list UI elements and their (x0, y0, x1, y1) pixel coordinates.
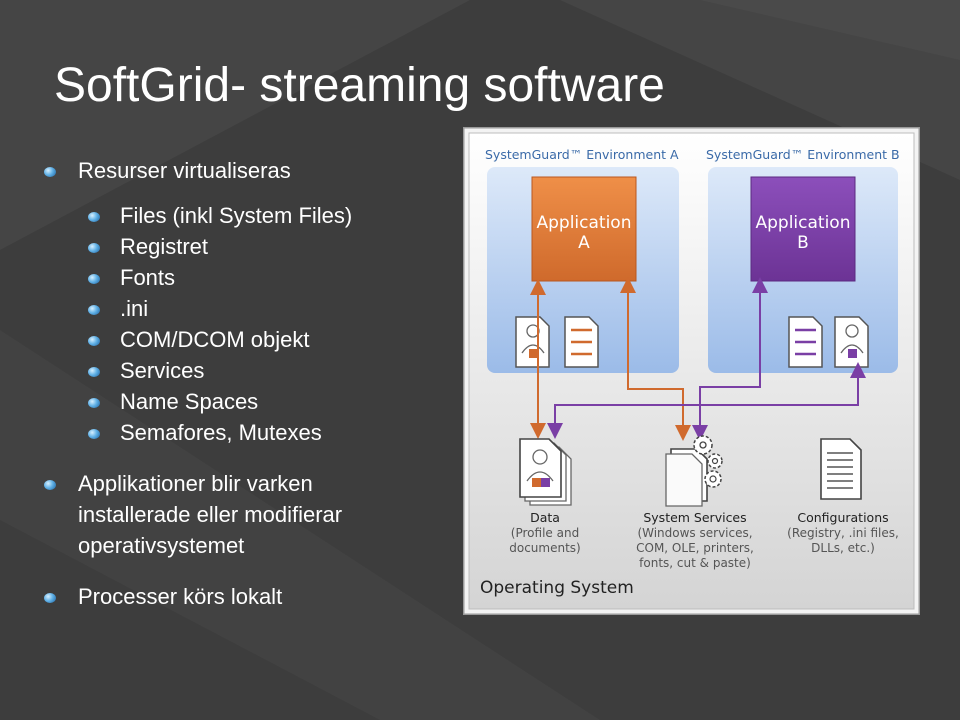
application-b-label: Application (756, 213, 851, 233)
system-services-description: (Windows services, (637, 526, 752, 540)
softgrid-diagram: SystemGuard™ Environment A Application A… (463, 127, 920, 615)
configurations-title: Configurations (797, 510, 888, 525)
sub-bullet-text: Registret (120, 234, 209, 259)
application-a-letter: A (578, 233, 590, 253)
profile-document-icon (515, 316, 550, 368)
configurations-document-icon (820, 438, 862, 500)
sub-bullet-text: Name Spaces (120, 389, 259, 414)
sub-bullet-item: .ini (40, 293, 420, 324)
bullet-text: installerade eller modifierar (78, 502, 343, 527)
data-description: (Profile and (511, 526, 579, 540)
bullet-text: Processer körs lokalt (78, 584, 283, 609)
bullet-icon (88, 305, 100, 315)
text-document-icon (564, 316, 599, 368)
data-document-stack-icon (519, 438, 572, 506)
bullet-icon (88, 336, 100, 346)
bullet-list: Resurser virtualiseras Files (inkl Syste… (40, 155, 420, 612)
application-a-label: Application (537, 213, 632, 233)
sub-bullet-text: Files (inkl System Files) (120, 203, 353, 228)
bullet-item: Resurser virtualiseras (40, 155, 420, 186)
text-document-icon (788, 316, 823, 368)
bullet-icon (88, 429, 100, 439)
operating-system-label: Operating System (480, 578, 634, 598)
bullet-icon (44, 480, 56, 490)
application-b-box (750, 176, 856, 282)
sub-bullet-text: Services (120, 358, 205, 383)
data-description: documents) (509, 541, 580, 555)
bullet-item: Processer körs lokalt (40, 581, 420, 612)
sub-bullet-item: Name Spaces (40, 386, 420, 417)
sub-bullet-text: Fonts (120, 265, 176, 290)
app-b-connectors (547, 277, 866, 441)
bullet-icon (88, 274, 100, 284)
bullet-icon (88, 367, 100, 377)
bullet-text: Resurser virtualiseras (78, 158, 291, 183)
configurations-description: (Registry, .ini files, (787, 526, 899, 540)
application-b-letter: B (797, 233, 809, 253)
bullet-icon (88, 212, 100, 222)
profile-document-icon (834, 316, 869, 368)
bullet-icon (88, 398, 100, 408)
sub-bullet-item: Files (inkl System Files) (40, 200, 420, 231)
system-services-icon (665, 435, 723, 507)
bullet-text: Applikationer blir varken (78, 471, 313, 496)
slide-title: SoftGrid- streaming software (54, 59, 665, 112)
sub-bullet-text: .ini (120, 296, 149, 321)
sub-bullet-text: COM/DCOM objekt (120, 327, 310, 352)
bullet-icon (44, 593, 56, 603)
system-services-description: COM, OLE, printers, (636, 541, 754, 555)
sub-bullet-item: Registret (40, 231, 420, 262)
sub-bullet-text: Semafores, Mutexes (120, 420, 322, 445)
system-services-title: System Services (643, 510, 746, 525)
sub-bullet-item: Semafores, Mutexes (40, 417, 420, 448)
bullet-text: operativsystemet (78, 533, 245, 558)
sub-bullet-item: COM/DCOM objekt (40, 324, 420, 355)
env-a-label: SystemGuard™ Environment A (485, 147, 679, 162)
application-a-box (531, 176, 637, 282)
bullet-icon (44, 167, 56, 177)
bullet-item: Applikationer blir varken installerade e… (40, 468, 420, 561)
bullet-icon (88, 243, 100, 253)
sub-bullet-item: Fonts (40, 262, 420, 293)
sub-bullet-item: Services (40, 355, 420, 386)
system-services-description: fonts, cut & paste) (639, 556, 751, 570)
configurations-description: DLLs, etc.) (811, 541, 875, 555)
env-b-label: SystemGuard™ Environment B (706, 147, 900, 162)
data-title: Data (530, 510, 560, 525)
